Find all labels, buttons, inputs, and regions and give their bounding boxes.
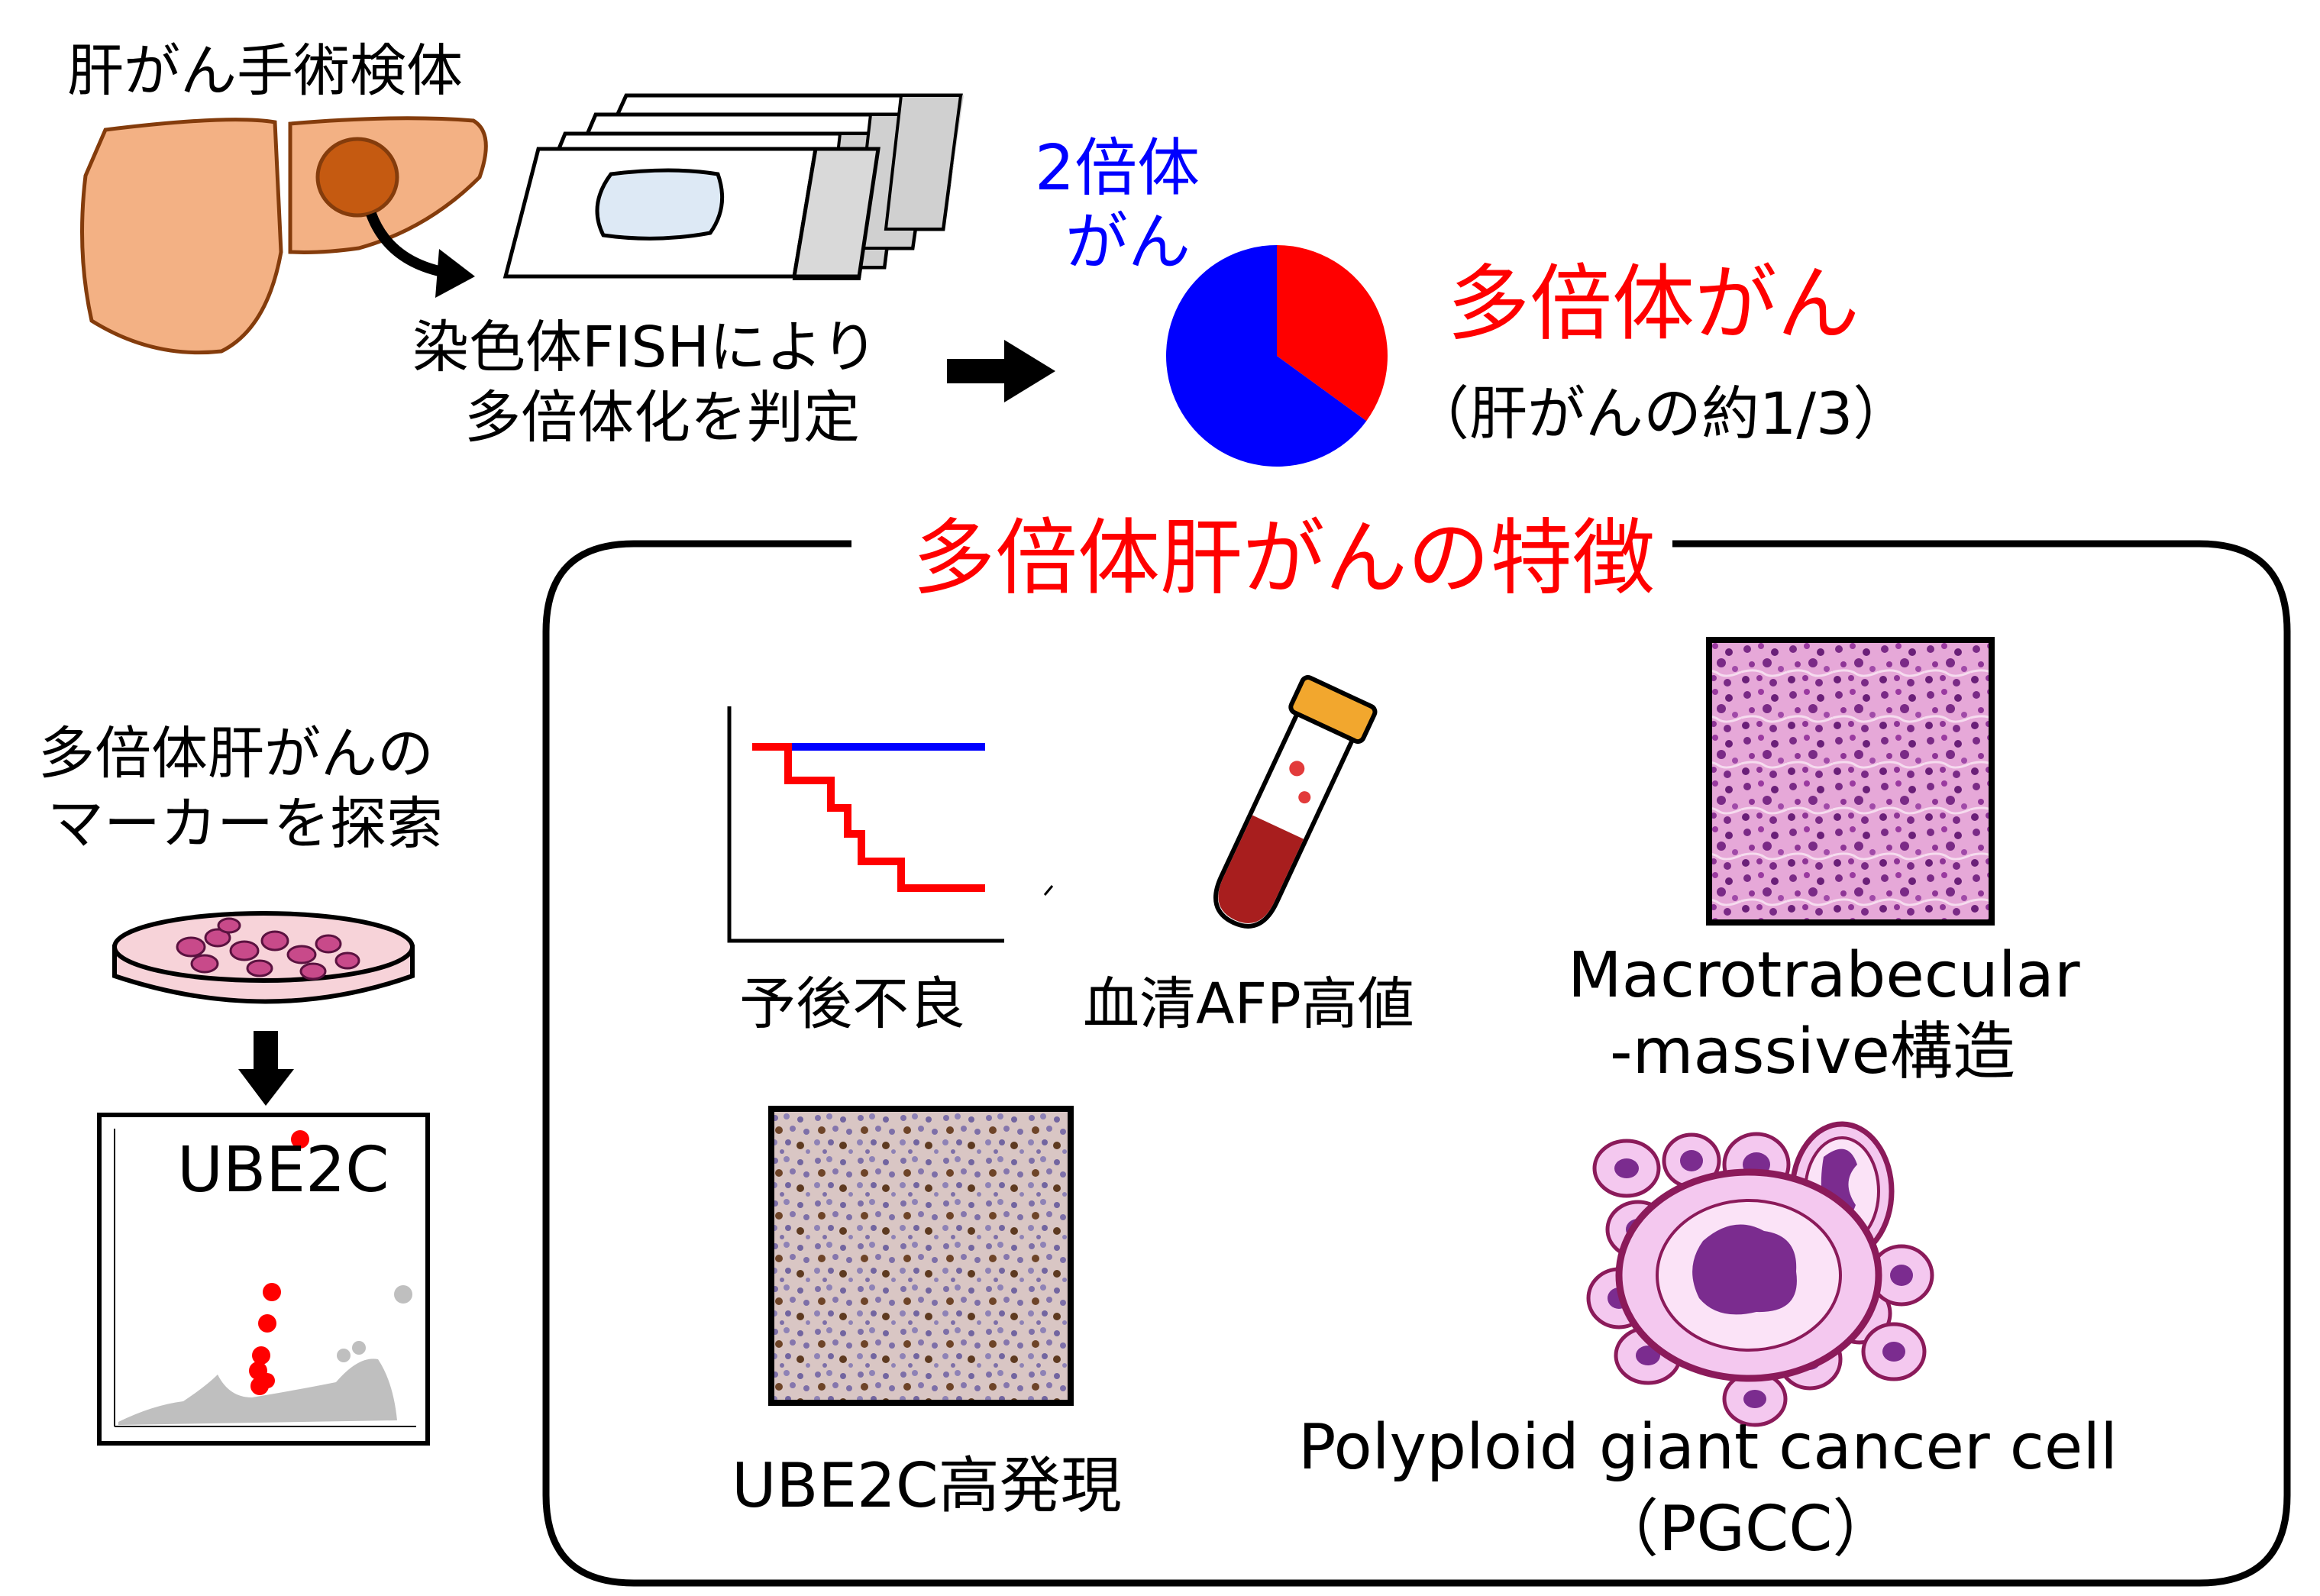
pie-slice-1 [1165, 245, 1367, 467]
ube2c-ihc-image [768, 1106, 1074, 1406]
polyploid-subtitle: （肝がんの約1/3） [1411, 380, 1911, 447]
fish-caption-line1: 染色体FISHにより [412, 315, 878, 380]
afp-label: 血清AFP高値 [1083, 971, 1414, 1037]
liver-to-slide-arrow [366, 212, 475, 298]
survival-line-polyploid [752, 743, 985, 892]
fish-to-pie-arrow [947, 340, 1055, 402]
volcano-plot: UBE2C [97, 1113, 430, 1446]
ploidy-pie-chart [1165, 245, 1388, 467]
blood-tube-icon [1213, 675, 1378, 929]
features-box [542, 540, 2291, 1587]
survival-curve-icon [727, 706, 1054, 943]
tissue-section [595, 168, 725, 241]
ube2c-expression-label: UBE2C高発現 [732, 1450, 1122, 1521]
macrotrabecular-histology-image [1706, 637, 1995, 926]
diploid-label-line1: 2倍体 [1035, 132, 1200, 205]
macrotrabecular-label-line2: -massive構造 [1610, 1016, 2015, 1088]
fish-slides-stack [502, 93, 964, 280]
dish-to-plot-arrow [238, 1031, 294, 1106]
diploid-label-line2: がん [1065, 206, 1191, 279]
ube2c-gene-label: UBE2C [177, 1134, 389, 1207]
pgcc-label-line2: （PGCC） [1596, 1493, 1895, 1565]
pgcc-illustration [1586, 1121, 1934, 1427]
liver-left-lobe [80, 118, 283, 355]
fish-caption-line2: 多倍体化を判定 [464, 385, 860, 451]
pie-slice-0 [1277, 245, 1388, 422]
petri-dish-icon [112, 911, 415, 1004]
prognosis-label: 予後不良 [739, 971, 965, 1037]
marker-search-line2: マーカーを探索 [47, 791, 443, 857]
tumor-region [315, 137, 399, 218]
polyploid-label: 多倍体がん [1447, 257, 1860, 352]
pgcc-label-line1: Polyploid giant cancer cell [1298, 1411, 2118, 1484]
features-title: 多倍体肝がんの特徴 [913, 511, 1655, 606]
liver-illustration [80, 116, 488, 355]
macrotrabecular-label-line1: Macrotrabecular [1568, 939, 2080, 1012]
marker-search-line1: 多倍体肝がんの [38, 721, 434, 787]
liver-specimen-label: 肝がん手術検体 [67, 38, 463, 104]
